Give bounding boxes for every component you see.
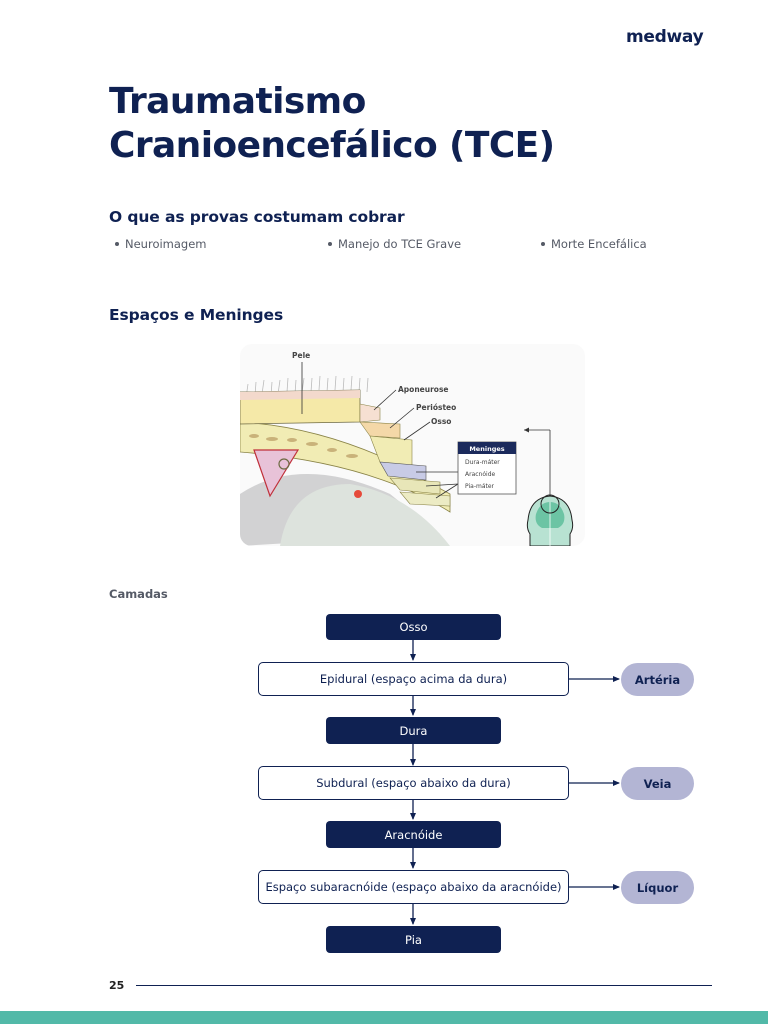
topic-item: Neuroimagem xyxy=(115,237,207,251)
label-pele: Pele xyxy=(292,351,310,360)
label-aponeurose: Aponeurose xyxy=(398,385,449,394)
label-osso: Osso xyxy=(431,417,451,426)
vessel-dot xyxy=(354,490,362,498)
exam-topics-heading: O que as provas costumam cobrar xyxy=(109,208,405,226)
topic-label: Morte Encefálica xyxy=(551,237,647,251)
topic-item: Manejo do TCE Grave xyxy=(328,237,461,251)
bullet-icon xyxy=(541,241,545,246)
title-line-1: Traumatismo xyxy=(109,81,366,122)
layer-node-dura: Dura xyxy=(326,717,501,744)
page-number: 25 xyxy=(109,979,125,992)
meninges-illustration: Pele Aponeurose Periósteo Osso Meninges … xyxy=(240,344,585,546)
footer-divider xyxy=(136,985,712,987)
content-pill-liquor: Líquor xyxy=(621,871,694,904)
layer-node-pia: Pia xyxy=(326,926,501,953)
bullet-icon xyxy=(115,241,119,246)
exam-topics-list: Neuroimagem Manejo do TCE Grave Morte En… xyxy=(0,237,768,253)
topic-item: Morte Encefálica xyxy=(541,237,647,251)
venous-sinus xyxy=(253,449,300,498)
medway-logo: medway xyxy=(626,27,704,47)
space-node-subdural: Subdural (espaço abaixo da dura) xyxy=(258,766,569,800)
layer-node-aracnoide: Aracnóide xyxy=(326,821,501,848)
topic-label: Manejo do TCE Grave xyxy=(338,237,462,251)
head-icon xyxy=(526,494,574,546)
meninges-item: Dura-máter xyxy=(465,459,500,466)
page-title: Traumatismo Cranioencefálico (TCE) xyxy=(109,80,555,168)
meninges-item: Pia-máter xyxy=(465,483,495,490)
meninges-box-title: Meninges xyxy=(469,445,504,453)
bullet-icon xyxy=(328,241,332,246)
layers-heading: Camadas xyxy=(109,587,168,601)
layer-node-osso: Osso xyxy=(326,614,501,640)
content-pill-veia: Veia xyxy=(621,767,694,800)
content-pill-arteria: Artéria xyxy=(621,663,694,696)
meninges-item: Aracnóide xyxy=(465,471,495,478)
title-line-2: Cranioencefálico (TCE) xyxy=(109,125,555,166)
space-node-subaracnoide: Espaço subaracnóide (espaço abaixo da ar… xyxy=(258,870,569,904)
topic-label: Neuroimagem xyxy=(125,237,207,251)
meninges-heading: Espaços e Meninges xyxy=(109,306,284,324)
bone-layer xyxy=(240,421,451,513)
footer-accent-bar xyxy=(0,1011,768,1024)
label-periosteo: Periósteo xyxy=(416,403,456,412)
space-node-epidural: Epidural (espaço acima da dura) xyxy=(258,662,569,696)
